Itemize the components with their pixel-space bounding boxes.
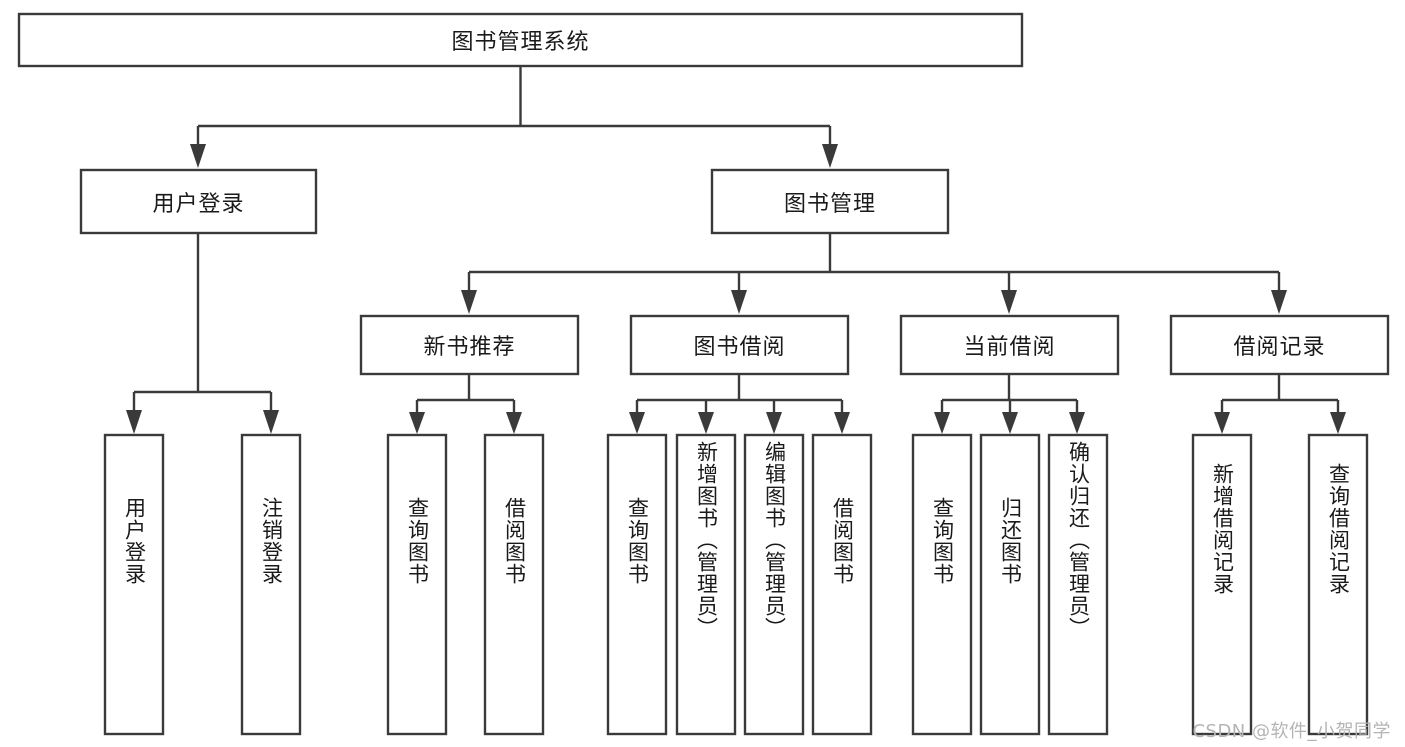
node-leaf-query-book-3-box[interactable] (911, 433, 973, 736)
arrow-head-leaf-add-record (1214, 412, 1230, 434)
node-leaf-confirm-return-box[interactable] (1047, 433, 1109, 736)
arrow-head-user-login (190, 144, 206, 168)
arrow-head-current-borrow (1001, 290, 1017, 314)
node-leaf-edit-book-box[interactable] (743, 433, 805, 736)
node-leaf-add-book-box[interactable] (675, 433, 737, 736)
node-book-borrow-box[interactable] (629, 314, 850, 376)
arrow-head-leaf-add-book (698, 412, 714, 434)
connector-group-user-login (126, 233, 279, 434)
arrow-head-leaf-borrow-book-2 (834, 412, 850, 434)
node-leaf-borrow-book-1-box[interactable] (483, 433, 545, 736)
arrow-head-leaf-query-book-3 (934, 412, 950, 434)
connector-group-borrow-record (1214, 374, 1346, 434)
arrow-head-leaf-logout (263, 410, 279, 434)
connector-group-book-borrow (629, 374, 850, 434)
arrow-head-leaf-return-book (1002, 412, 1018, 434)
arrow-head-book-borrow (731, 290, 747, 314)
node-leaf-logout-box[interactable] (240, 433, 302, 736)
node-book-management-box[interactable] (710, 168, 950, 235)
node-leaf-query-record-box[interactable] (1307, 433, 1369, 736)
watermark-text: CSDN @软件_小贺同学 (1192, 721, 1391, 742)
connector-group-current-borrow (934, 374, 1085, 434)
arrow-head-leaf-query-book-2 (629, 412, 645, 434)
arrow-head-leaf-user-login (126, 410, 142, 434)
node-leaf-return-book-box[interactable] (979, 433, 1041, 736)
arrow-head-leaf-query-record (1330, 412, 1346, 434)
node-root-box[interactable] (17, 12, 1024, 68)
connector-group-new-book-recommend (409, 374, 522, 434)
node-user-login-box[interactable] (79, 168, 318, 235)
node-leaf-query-book-1-box[interactable] (386, 433, 448, 736)
arrow-head-leaf-borrow-book-1 (506, 412, 522, 434)
node-new-book-recommend-box[interactable] (359, 314, 580, 376)
node-leaf-add-record-box[interactable] (1191, 433, 1253, 736)
node-borrow-record-box[interactable] (1169, 314, 1390, 376)
arrow-head-new-book-recommend (461, 290, 477, 314)
node-leaf-query-book-2-box[interactable] (606, 433, 668, 736)
node-leaf-borrow-book-2-box[interactable] (811, 433, 873, 736)
connector-group-book-management (461, 233, 1287, 314)
arrow-head-book-management (822, 144, 838, 168)
connector-group-root (190, 66, 838, 168)
arrow-head-leaf-confirm-return (1069, 412, 1085, 434)
arrow-head-leaf-query-book-1 (409, 412, 425, 434)
arrow-head-leaf-edit-book (766, 412, 782, 434)
node-leaf-user-login-box[interactable] (103, 433, 165, 736)
arrow-head-borrow-record (1271, 290, 1287, 314)
node-current-borrow-box[interactable] (899, 314, 1120, 376)
